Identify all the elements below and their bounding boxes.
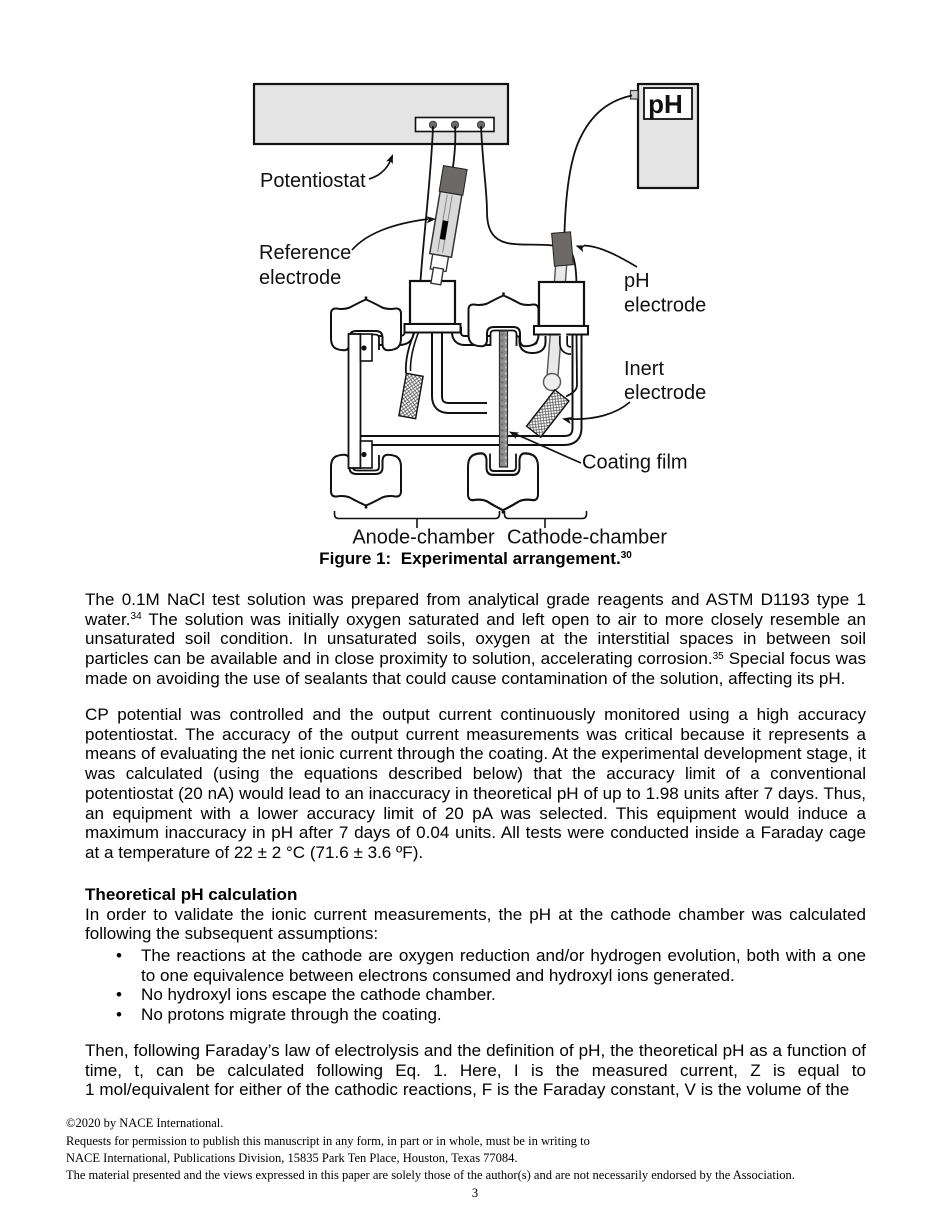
- wire-working: [419, 125, 434, 289]
- assumption-list: • The reactions at the cathode are oxygen…: [85, 946, 866, 1025]
- anode-plate: [347, 333, 373, 469]
- figure-experimental-arrangement: pH: [252, 82, 706, 549]
- label-inert-line2: electrode: [624, 382, 706, 404]
- footer-line: The material presented and the views exp…: [66, 1167, 795, 1182]
- cathode-joint-stub: [559, 333, 572, 355]
- ph-electrode-bulb: [542, 372, 562, 392]
- list-item-text: No hydroxyl ions escape the cathode cham…: [141, 985, 496, 1005]
- ph-electrode-cap: [551, 231, 574, 267]
- arrowhead-icon: [574, 242, 586, 253]
- list-item: • No hydroxyl ions escape the cathode cha…: [85, 985, 866, 1005]
- figure-caption-ref: 30: [620, 550, 632, 561]
- arrowhead-icon: [386, 152, 397, 165]
- paragraph-4: Then, following Faraday’s law of electro…: [85, 1041, 866, 1100]
- bullet-icon: •: [116, 1005, 122, 1025]
- figure-caption-text: Figure 1: Experimental arrangement.: [319, 549, 621, 568]
- label-anode-chamber: Anode-chamber: [352, 527, 495, 549]
- label-reference-line2: electrode: [259, 267, 341, 289]
- list-item: • The reactions at the cathode are oxygen…: [85, 946, 866, 985]
- paragraph-2: CP potential was controlled and the outp…: [85, 705, 866, 862]
- footer-line: Requests for permission to publish this …: [66, 1133, 590, 1148]
- bullet-icon: •: [116, 985, 122, 1005]
- citation-34: 34: [130, 611, 142, 623]
- reference-electrode-slot: [439, 220, 449, 240]
- paragraph-1: The 0.1M NaCl test solution was prepared…: [85, 590, 866, 689]
- inert-electrode: [525, 388, 571, 439]
- l-tube: [431, 320, 489, 414]
- list-item-text: No protons migrate through the coating.: [141, 1005, 442, 1025]
- label-ph-electrode-line2: electrode: [624, 295, 706, 317]
- label-inert-line1: Inert: [624, 358, 664, 380]
- ph-meter: pH: [629, 82, 700, 190]
- reference-electrode-cap: [438, 165, 468, 196]
- label-coating-film: Coating film: [582, 452, 688, 474]
- arrow-coating: [514, 433, 582, 464]
- ph-meter-display: pH: [648, 89, 683, 119]
- paragraph-3: In order to validate the ionic current m…: [85, 904, 866, 944]
- arrow-reference: [351, 218, 429, 251]
- label-cathode-chamber: Cathode-chamber: [507, 527, 667, 549]
- list-item: • No protons migrate through the coating.: [85, 1005, 866, 1025]
- paragraph-1-text: The solution was initially oxygen satura…: [85, 609, 866, 669]
- paragraph-1-text: Special focus was made on avoiding the u…: [85, 649, 866, 688]
- ph-meter-connector: [629, 89, 639, 100]
- wire-anode: [404, 330, 416, 374]
- page-number: 3: [471, 1185, 479, 1200]
- list-item-text: The reactions at the cathode are oxygen …: [141, 946, 866, 985]
- body-text: The 0.1M NaCl test solution was prepared…: [85, 590, 866, 1100]
- label-potentiostat: Potentiostat: [260, 170, 366, 192]
- footer: ©2020 by NACE International. Requests fo…: [66, 1115, 866, 1184]
- citation-35: 35: [712, 650, 724, 662]
- figure-caption: Figure 1: Experimental arrangement.30: [85, 549, 866, 569]
- coating-film-strip: [498, 330, 509, 468]
- section-heading: Theoretical pH calculation: [85, 885, 298, 905]
- wire-counter-lower: [565, 334, 578, 398]
- chamber-braces: [333, 511, 588, 528]
- anode-electrode: [398, 372, 424, 420]
- wire-anode-2: [409, 330, 420, 372]
- paragraph-1-text: The 0.1M NaCl test solution was prepared…: [85, 590, 866, 629]
- footer-line: ©2020 by NACE International.: [66, 1116, 224, 1131]
- wire-reference: [452, 125, 457, 168]
- reference-electrode: [428, 165, 468, 286]
- anode-brace: [333, 511, 501, 520]
- potentiostat-box: [252, 82, 510, 146]
- cathode-brace: [503, 511, 588, 520]
- arrow-ph-electrode: [583, 244, 638, 268]
- arrow-inert: [569, 401, 631, 420]
- bullet-icon: •: [116, 946, 122, 966]
- label-reference-line1: Reference: [259, 242, 351, 264]
- footer-line: NACE International, Publications Divisio…: [66, 1150, 518, 1165]
- reference-port: [403, 279, 462, 334]
- cathode-port: [533, 280, 589, 336]
- ph-meter-cable: [563, 94, 633, 233]
- label-ph-electrode-line1: pH: [624, 270, 650, 292]
